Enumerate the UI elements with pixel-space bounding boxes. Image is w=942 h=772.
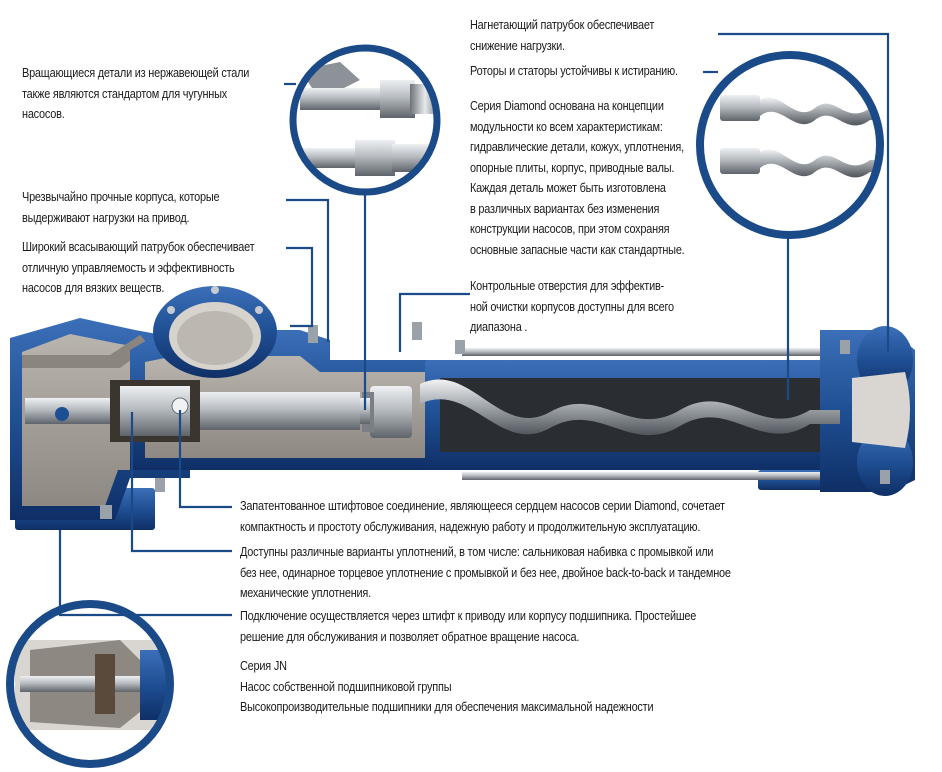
callout-line: снижение нагрузки.: [470, 37, 565, 53]
callout-line: Широкий всасывающий патрубок обеспечивае…: [22, 239, 255, 254]
callout-seals: Доступны различные варианты уплотнений, …: [240, 542, 731, 604]
callout-strong-casings: Чрезвычайно прочные корпуса, которые выд…: [22, 187, 220, 228]
callout-line: насосов для вязких веществ.: [22, 280, 165, 295]
callout-line: в различных вариантах без изменения: [470, 200, 660, 216]
callout-line: Высокопроизводительные подшипники для об…: [240, 699, 654, 714]
callout-stainless-parts: Вращающиеся детали из нержавеющей стали …: [22, 63, 249, 125]
callout-line: Запатентованное штифтовое соединение, яв…: [240, 498, 725, 513]
pump-body: [10, 286, 915, 530]
callout-line: отличную управляемость и эффективность: [22, 259, 235, 275]
callout-line: Насос собственной подшипниковой группы: [240, 678, 452, 694]
callout-line: Вращающиеся детали из нержавеющей стали: [22, 65, 250, 80]
detail-rotors: [696, 51, 884, 239]
callout-line: основные запасные части как стандартные.: [470, 241, 685, 257]
leader-lines: [58, 32, 890, 617]
callout-discharge-port: Нагнетающий патрубок обеспечивает снижен…: [470, 15, 654, 56]
callout-line: Контрольные отверстия для эффектив-: [470, 278, 664, 293]
callout-line: ной очистки корпусов доступны для всего: [470, 298, 674, 314]
callout-line: Серия JN: [240, 658, 287, 673]
callout-diamond-series: Серия Diamond основана на концепции моду…: [470, 96, 685, 260]
callout-connection: Подключение осуществляется через штифт к…: [240, 606, 696, 647]
callout-line: диапазона .: [470, 319, 528, 334]
callout-line: Роторы и статоры устойчивы к истиранию.: [470, 63, 678, 78]
leader-connection: [58, 530, 232, 617]
callout-jn-series: Серия JN Насос собственной подшипниковой…: [240, 656, 654, 718]
callout-line: Нагнетающий патрубок обеспечивает: [470, 17, 655, 32]
callout-line: механические уплотнения.: [240, 585, 371, 600]
callout-line: опорные плиты, корпус, приводные валы.: [470, 159, 675, 175]
detail-stainless-parts: [289, 44, 441, 196]
detail-jn-bearing: [6, 600, 174, 768]
leader-inspection: [398, 292, 470, 352]
callout-line: Чрезвычайно прочные корпуса, которые: [22, 189, 220, 204]
leader-suction: [286, 246, 314, 328]
callout-line: гидравлические детали, кожух, уплотнения…: [470, 139, 684, 154]
leader-pin: [178, 410, 232, 509]
callout-line: Серия Diamond основана на концепции: [470, 98, 664, 113]
callout-line: решение для обслуживания и позволяет обр…: [240, 628, 580, 644]
callout-line: Каждая деталь может быть изготовлена: [470, 180, 666, 195]
callout-inspection-holes: Контрольные отверстия для эффектив- ной …: [470, 276, 674, 338]
callout-rotors-stators: Роторы и статоры устойчивы к истиранию.: [470, 61, 678, 82]
callout-wide-suction: Широкий всасывающий патрубок обеспечивае…: [22, 237, 255, 299]
callout-line: модульности ко всем характеристикам:: [470, 118, 663, 134]
leader-casings: [286, 198, 330, 342]
callout-line: без нее, одинарное торцевое уплотнение с…: [240, 564, 731, 580]
callout-line: Подключение осуществляется через штифт к…: [240, 608, 697, 623]
callout-line: также являются стандартом для чугунных: [22, 85, 228, 101]
callout-pin-joint: Запатентованное штифтовое соединение, яв…: [240, 496, 725, 537]
callout-line: насосов.: [22, 106, 65, 121]
leader-discharge: [718, 32, 890, 352]
leader-seals: [130, 412, 232, 553]
callout-line: конструкции насосов, при этом сохраняя: [470, 221, 670, 236]
callout-line: компактность и простоту обслуживания, на…: [240, 518, 701, 534]
callout-line: выдерживают нагрузки на привод.: [22, 209, 190, 225]
callout-line: Доступны различные варианты уплотнений, …: [240, 544, 714, 559]
